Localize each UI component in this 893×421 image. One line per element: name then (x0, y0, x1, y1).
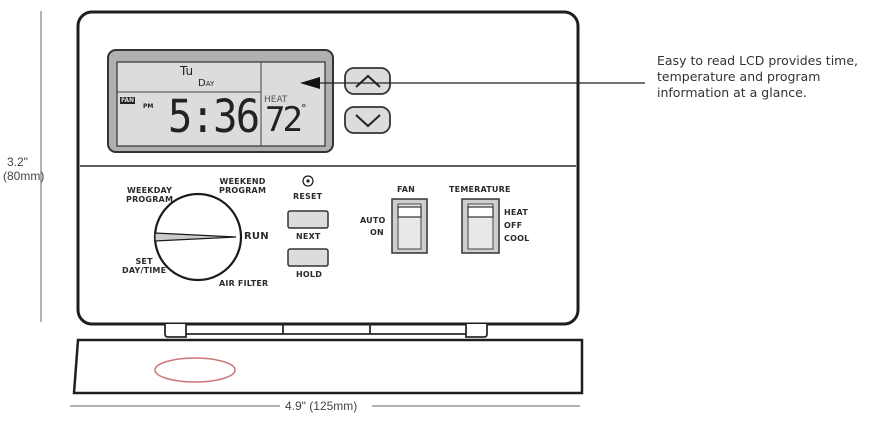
down-button-shape[interactable] (344, 106, 391, 134)
lcd-screen (116, 61, 326, 147)
reset-label: RESET (293, 192, 323, 201)
up-button-shape[interactable] (344, 67, 391, 95)
lcd-time: 5:36 (168, 90, 260, 143)
width-dimension-label: 4.9" (125mm) (285, 399, 358, 413)
next-button-shape[interactable] (287, 210, 329, 229)
lcd-mode: HEAT (264, 95, 288, 105)
fan-switch-on: ON (370, 228, 384, 237)
stand-logo-oval (154, 357, 236, 383)
temp-switch-cool: COOL (504, 234, 530, 243)
lcd-fan-indicator: FAN (120, 97, 136, 104)
temperature-switch-shape[interactable] (461, 198, 500, 254)
hold-button-shape[interactable] (287, 248, 329, 267)
height-dimension-inch: 3.2" (7, 155, 28, 169)
dial-label-air-filter: AIR FILTER (219, 279, 269, 288)
dial-label-set-day-time: SET DAY/TIME (122, 257, 167, 275)
callout-line-2: temperature and program (657, 69, 821, 84)
mode-dial[interactable] (153, 192, 243, 282)
fan-switch-shape[interactable] (391, 198, 428, 254)
lcd-degree: ° (301, 102, 307, 115)
reset-icon[interactable] (302, 175, 314, 187)
height-dimension-mm: (80mm) (3, 169, 45, 183)
temp-switch-title: TEMERATURE (449, 185, 511, 194)
hold-label: HOLD (296, 270, 323, 279)
lcd-temperature: 72 (265, 100, 303, 140)
fan-switch-auto: AUTO (360, 216, 386, 225)
temp-switch-off: OFF (504, 221, 523, 230)
callout-arrowhead (300, 77, 320, 89)
temp-switch-heat: HEAT (504, 208, 528, 217)
dial-label-run: RUN (244, 231, 269, 242)
lcd-callout-text: Easy to read LCD provides time, temperat… (657, 53, 887, 101)
lcd-ampm: PM (143, 103, 154, 110)
fan-switch-title: FAN (397, 185, 416, 194)
next-label: NEXT (296, 232, 321, 241)
lcd-day-label: Day (198, 78, 215, 89)
lcd-day-abbrev: Tu (180, 64, 194, 78)
dial-label-weekend: WEEKEND PROGRAM (219, 177, 267, 195)
callout-line-1: Easy to read LCD provides time, (657, 53, 859, 68)
stand-connectors (164, 324, 488, 338)
dial-label-weekday: WEEKDAY PROGRAM (126, 186, 174, 204)
callout-line-3: information at a glance. (657, 85, 807, 100)
stand-base (72, 338, 584, 395)
